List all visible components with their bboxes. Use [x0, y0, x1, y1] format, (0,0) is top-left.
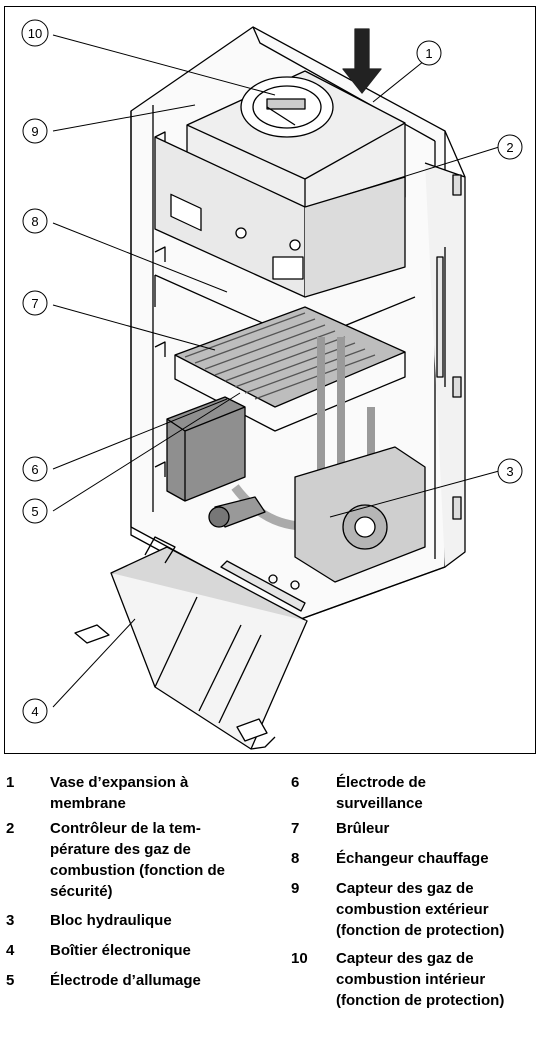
leader-3 [329, 470, 500, 518]
legend-num: 5 [6, 972, 15, 989]
legend-item-8: 8 Échangeur chauffage [285, 848, 541, 878]
legend-right-column: 6 Électrode de surveillance 7 Brûleur 8 … [285, 772, 541, 1018]
boiler-diagram: 1 2 3 4 5 6 7 [4, 6, 536, 754]
legend-item-10: 10 Capteur des gaz de combustion intérie… [285, 948, 541, 1018]
legend-num: 9 [291, 880, 300, 897]
heat-exchanger [154, 136, 416, 343]
callout-6: 6 [22, 456, 48, 482]
gas-valve [166, 396, 246, 502]
leader-8 [52, 222, 228, 293]
legend-text: Électrode de surveillance [336, 774, 427, 812]
legend-num: 8 [291, 850, 300, 867]
legend-text: Bloc hydraulique [50, 912, 172, 929]
svg-text:4: 4 [31, 704, 38, 719]
callout-5: 5 [22, 498, 48, 524]
legend-item-4: 4 Boîtier électronique [0, 940, 270, 970]
legend-num: 6 [291, 774, 300, 791]
electronic-box [74, 536, 308, 750]
legend-num: 1 [6, 774, 15, 791]
legend-text: Boîtier électronique [50, 942, 191, 959]
legend-num: 10 [291, 950, 308, 967]
legend-item-2: 2 Contrôleur de la tem­pérature des gaz … [0, 818, 270, 910]
legend-text: Brûleur [336, 820, 390, 837]
callout-1: 1 [416, 40, 442, 66]
legend-num: 3 [6, 912, 15, 929]
callouts: 1 2 3 4 5 6 7 [21, 19, 523, 724]
legend-item-3: 3 Bloc hydraulique [0, 910, 270, 940]
legend-text: Vase d’expansion à membrane [50, 774, 189, 812]
leader-7 [52, 304, 216, 351]
svg-text:2: 2 [506, 140, 513, 155]
legend-text: Électrode d’allumage [50, 972, 201, 989]
leader-10 [52, 34, 276, 96]
legend-num: 2 [6, 820, 15, 837]
callout-8: 8 [22, 208, 48, 234]
legend-left-column: 1 Vase d’expansion à membrane 2 Contrôle… [0, 772, 270, 1000]
svg-text:9: 9 [31, 124, 38, 139]
leader-lines [52, 34, 500, 708]
callout-4: 4 [22, 698, 48, 724]
legend-num: 7 [291, 820, 300, 837]
leader-4 [52, 618, 136, 708]
svg-text:1: 1 [425, 46, 432, 61]
leader-6 [52, 398, 228, 470]
svg-text:5: 5 [31, 504, 38, 519]
svg-text:3: 3 [506, 464, 513, 479]
legend-num: 4 [6, 942, 15, 959]
callout-3: 3 [497, 458, 523, 484]
legend-item-1: 1 Vase d’expansion à membrane [0, 772, 270, 818]
side-rail [154, 131, 462, 520]
base-plate [220, 560, 306, 612]
callout-9: 9 [22, 118, 48, 144]
legend-text: Contrôleur de la tem­pérature des gaz de… [50, 820, 225, 900]
svg-text:7: 7 [31, 296, 38, 311]
svg-text:10: 10 [28, 26, 42, 41]
legend-item-9: 9 Capteur des gaz de combustion extérieu… [285, 878, 541, 948]
legend-text: Capteur des gaz de combustion extérieur … [336, 880, 505, 939]
hydraulic-block [208, 446, 426, 583]
boiler-drawing: 1 2 3 4 5 6 7 [21, 19, 523, 750]
airflow-arrow [342, 28, 382, 94]
leader-5 [52, 392, 241, 512]
svg-text:8: 8 [31, 214, 38, 229]
leader-2 [344, 146, 500, 196]
leader-1 [372, 56, 430, 103]
burner [174, 306, 406, 432]
legend-text: Capteur des gaz de combustion intérieur … [336, 950, 505, 1009]
legend-item-7: 7 Brûleur [285, 818, 541, 848]
callout-2: 2 [497, 134, 523, 160]
leader-9 [52, 104, 196, 132]
callout-7: 7 [22, 290, 48, 316]
callout-10: 10 [21, 19, 49, 47]
svg-text:6: 6 [31, 462, 38, 477]
legend-item-5: 5 Électrode d’allumage [0, 970, 270, 1000]
legend-text: Échangeur chauffage [336, 850, 489, 867]
legend-item-6: 6 Électrode de surveillance [285, 772, 541, 818]
